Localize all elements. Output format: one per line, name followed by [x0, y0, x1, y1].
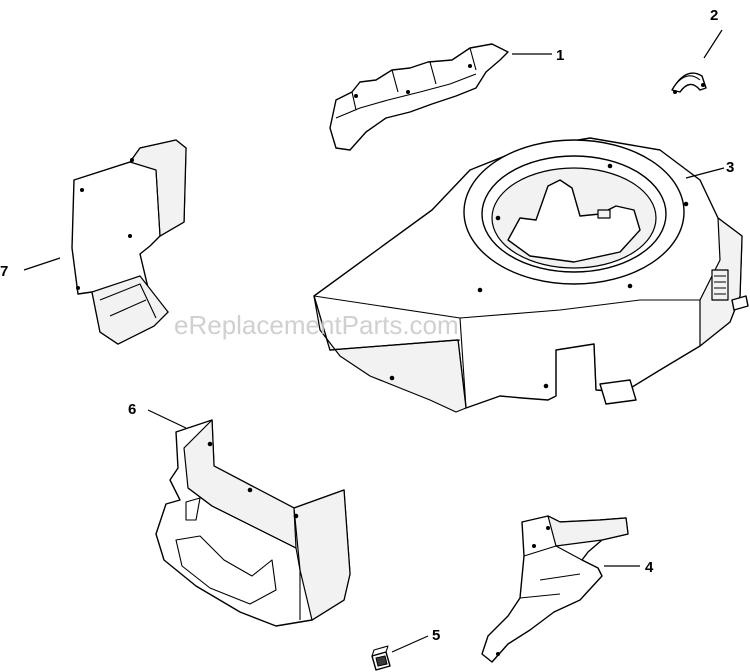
- watermark: eReplacementParts.com: [174, 310, 459, 340]
- part-1-bracket[interactable]: [329, 43, 509, 151]
- callout-6[interactable]: 6: [128, 401, 136, 418]
- leader-line-7: [23, 257, 61, 271]
- leader-line-3: [685, 167, 725, 179]
- part-7-side-shroud[interactable]: [71, 139, 187, 345]
- callout-2[interactable]: 2: [710, 7, 718, 24]
- leader-line-5: [391, 635, 429, 653]
- part-3-blower-housing[interactable]: [313, 137, 749, 413]
- part-5-nut[interactable]: [371, 645, 391, 671]
- callout-1[interactable]: 1: [556, 47, 564, 64]
- callout-3[interactable]: 3: [726, 159, 734, 176]
- part-2-clip[interactable]: [671, 72, 707, 94]
- callout-4[interactable]: 4: [645, 559, 654, 576]
- leader-line-6: [147, 409, 187, 429]
- part-6-lower-shroud[interactable]: [155, 419, 351, 627]
- part-4-bracket[interactable]: [481, 515, 629, 663]
- callout-5[interactable]: 5: [432, 627, 440, 644]
- leader-line-2: [703, 29, 723, 59]
- callout-7[interactable]: 7: [0, 263, 8, 280]
